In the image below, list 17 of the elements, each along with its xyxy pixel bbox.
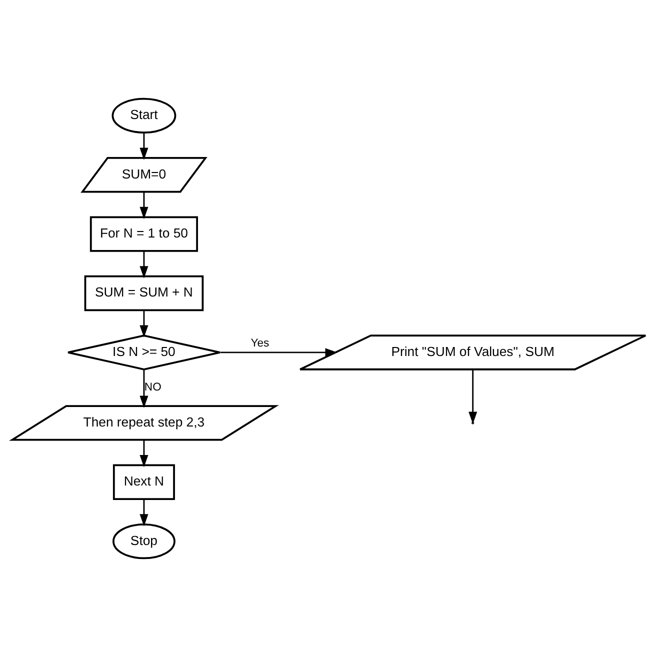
node-ellipse: Stop <box>112 522 176 559</box>
node-box: SUM = SUM + N <box>84 274 204 311</box>
arrow <box>140 310 148 338</box>
node-box: For N = 1 to 50 <box>90 216 198 252</box>
arrow <box>468 369 478 424</box>
arrow <box>140 132 148 160</box>
arrow <box>140 369 148 408</box>
edge-label: Yes <box>250 336 270 349</box>
arrow <box>140 192 148 219</box>
arrow <box>140 498 148 526</box>
node-ellipse: Start <box>112 97 176 134</box>
edge-label: NO <box>144 381 162 394</box>
arrow <box>140 250 148 278</box>
arrow <box>220 348 338 356</box>
node-box: Next N <box>112 464 175 500</box>
node-diamond: IS N >= 50 <box>67 334 221 370</box>
arrow <box>140 440 148 467</box>
